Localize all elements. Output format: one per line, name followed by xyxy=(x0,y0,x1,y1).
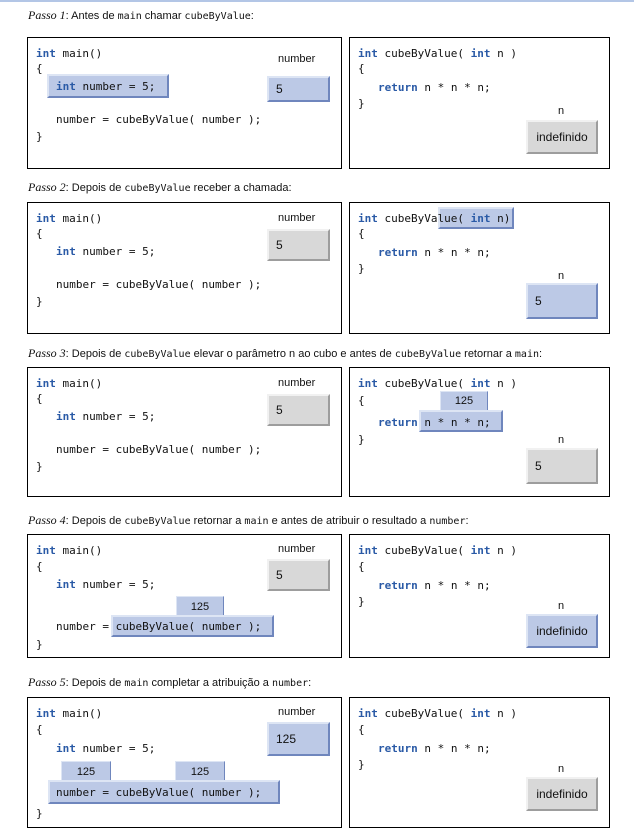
brace-close: } xyxy=(358,433,365,446)
brace-open: { xyxy=(36,227,43,240)
brace-open: { xyxy=(36,62,43,75)
lhs-value-tag: 125 xyxy=(61,761,111,781)
brace-open: { xyxy=(36,723,43,736)
cube-panel: int cubeByValue( int n) { return n * n *… xyxy=(349,202,610,334)
step-caption: Passo 2: Depois de cubeByValue receber a… xyxy=(28,180,292,194)
n-value-box: 5 xyxy=(526,283,598,319)
declaration-line: int number = 5; xyxy=(56,742,156,755)
return-line: return n * n * n; xyxy=(378,81,491,94)
cube-panel: int cubeByValue( int n ) { return n * n … xyxy=(349,697,610,828)
main-signature: int main() xyxy=(36,544,103,557)
n-value-box: 5 xyxy=(526,448,598,484)
number-label: number xyxy=(278,706,316,718)
brace-open: { xyxy=(36,560,43,573)
declaration-line: int number = 5; xyxy=(56,410,156,423)
brace-open: { xyxy=(358,227,365,240)
brace-close: } xyxy=(36,638,43,651)
brace-close: } xyxy=(36,807,43,820)
highlight-parameter xyxy=(438,207,514,229)
brace-close: } xyxy=(36,295,43,308)
step-caption: Passo 5: Depois de main completar a atri… xyxy=(28,675,312,689)
number-value-box: 125 xyxy=(267,722,330,756)
assignment-line: number = cubeByValue( number ); xyxy=(56,278,262,291)
n-value-box: indefinido xyxy=(526,614,598,648)
return-line: return n * n * n; xyxy=(378,742,491,755)
highlight-expression xyxy=(419,410,503,432)
cube-panel: int cubeByValue( int n ) { 125 return n … xyxy=(349,367,610,497)
top-rule xyxy=(0,0,634,2)
main-panel: int main() { int number = 5; number = cu… xyxy=(27,202,342,334)
call-value-tag: 125 xyxy=(176,596,224,616)
step-caption: Passo 4: Depois de cubeByValue retornar … xyxy=(28,513,469,527)
declaration-line: int number = 5; xyxy=(56,245,156,258)
n-label: n xyxy=(558,600,565,612)
main-panel: int main() { int number = 5; 125 number … xyxy=(27,534,342,658)
main-signature: int main() xyxy=(36,377,103,390)
cube-signature: int cubeByValue( int n) xyxy=(358,212,511,225)
return-line: return n * n * n; xyxy=(378,416,491,429)
cube-signature: int cubeByValue( int n ) xyxy=(358,47,517,60)
cube-signature: int cubeByValue( int n ) xyxy=(358,544,517,557)
brace-open: { xyxy=(358,560,365,573)
declaration-line: int number = 5; xyxy=(56,80,156,93)
return-value-tag: 125 xyxy=(440,391,488,410)
n-value-box: indefinido xyxy=(526,777,598,811)
assignment-line: number = cubeByValue( number ); xyxy=(56,786,262,799)
main-signature: int main() xyxy=(36,707,103,720)
assignment-line: number = cubeByValue( number ); xyxy=(56,113,262,126)
declaration-line: int number = 5; xyxy=(56,578,156,591)
n-label: n xyxy=(558,763,565,775)
n-label: n xyxy=(558,105,565,117)
step-caption: Passo 1: Antes de main chamar cubeByValu… xyxy=(28,8,254,22)
main-panel: int main() { int number = 5; number = cu… xyxy=(27,37,342,169)
brace-close: } xyxy=(358,595,365,608)
number-value-box: 5 xyxy=(267,229,330,261)
return-line: return n * n * n; xyxy=(378,579,491,592)
main-panel: int main() { int number = 5; 125 125 num… xyxy=(27,697,342,828)
main-signature: int main() xyxy=(36,212,103,225)
brace-open: { xyxy=(358,62,365,75)
highlight-call xyxy=(111,615,274,637)
cube-signature: int cubeByValue( int n ) xyxy=(358,707,517,720)
number-value-box: 5 xyxy=(267,559,330,591)
brace-open: { xyxy=(36,392,43,405)
brace-close: } xyxy=(358,758,365,771)
brace-close: } xyxy=(36,130,43,143)
cube-signature: int cubeByValue( int n ) xyxy=(358,377,517,390)
main-panel: int main() { int number = 5; number = cu… xyxy=(27,367,342,497)
assignment-line: number = cubeByValue( number ); xyxy=(56,620,262,633)
number-label: number xyxy=(278,543,316,555)
brace-close: } xyxy=(358,97,365,110)
return-line: return n * n * n; xyxy=(378,246,491,259)
highlight-assignment xyxy=(48,780,280,804)
brace-open: { xyxy=(358,394,365,407)
n-label: n xyxy=(558,270,565,282)
number-value-box: 5 xyxy=(267,394,330,426)
number-label: number xyxy=(278,377,316,389)
brace-close: } xyxy=(36,460,43,473)
assignment-line: number = cubeByValue( number ); xyxy=(56,443,262,456)
cube-panel: int cubeByValue( int n ) { return n * n … xyxy=(349,37,610,169)
highlight-declaration xyxy=(47,74,169,98)
cube-panel: int cubeByValue( int n ) { return n * n … xyxy=(349,534,610,658)
main-signature: int main() xyxy=(36,47,103,60)
brace-close: } xyxy=(358,262,365,275)
number-value-box: 5 xyxy=(267,76,330,102)
number-label: number xyxy=(278,53,316,65)
rhs-value-tag: 125 xyxy=(175,761,225,781)
n-label: n xyxy=(558,434,565,446)
step-caption: Passo 3: Depois de cubeByValue elevar o … xyxy=(28,346,543,360)
number-label: number xyxy=(278,212,316,224)
brace-open: { xyxy=(358,723,365,736)
n-value-box: indefinido xyxy=(526,120,598,154)
